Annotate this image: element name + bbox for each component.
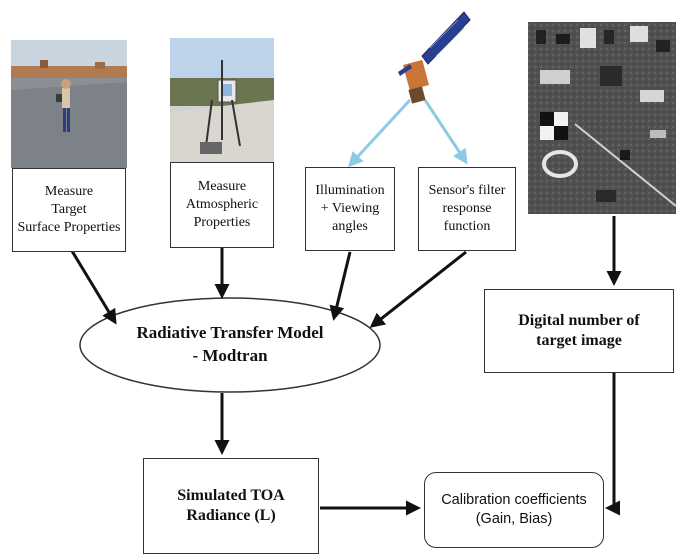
- aerial-target-image: [528, 22, 677, 214]
- measure-surface-line-3: Surface Properties: [17, 219, 121, 235]
- model-line-1: Radiative Transfer Model: [136, 323, 324, 342]
- digital-number-line-2: target image: [536, 332, 622, 349]
- illumination-line-1: Illumination: [315, 183, 385, 199]
- calibration-coefficients-box: Calibration coefficients (Gain, Bias): [424, 472, 604, 548]
- calibration-line-1: Calibration coefficients: [441, 492, 587, 509]
- sensor-filter-line-3: function: [443, 218, 491, 234]
- simulated-toa-line-2: Radiance (L): [186, 507, 276, 524]
- radiative-transfer-model-label: Radiative Transfer Model - Modtran: [80, 322, 380, 368]
- person-measuring-surface-photo: [11, 40, 127, 168]
- measure-atmospheric-box: Measure Atmospheric Properties: [170, 162, 274, 248]
- sensor-arrow-filter: [423, 99, 468, 165]
- sun-photometer-photo: [170, 38, 274, 162]
- arrow-filter-to-model: [369, 250, 467, 328]
- radiative-transfer-model-node: [79, 297, 381, 393]
- arrow-illumination-to-model: [329, 251, 352, 321]
- simulated-toa-line-1: Simulated TOA: [177, 486, 285, 504]
- digital-number-box: Digital number of target image: [484, 289, 674, 373]
- illumination-line-3: angles: [332, 218, 368, 234]
- illumination-box: Illumination + Viewing angles: [305, 167, 395, 251]
- measure-surface-box: Measure Target Surface Properties: [12, 168, 126, 252]
- calibration-line-2: (Gain, Bias): [475, 511, 553, 527]
- sensor-filter-line-1: Sensor's filter: [428, 183, 506, 199]
- calibration-target-checkerboard: [540, 112, 568, 140]
- sensor-filter-box: Sensor's filter response function: [418, 167, 516, 251]
- arrow-surface-to-model: [70, 250, 117, 325]
- measure-atmos-line-1: Measure: [197, 179, 247, 195]
- illumination-line-2: + Viewing: [320, 201, 380, 217]
- measure-surface-line-2: Target: [51, 202, 87, 218]
- arrow-digital-to-calibration: [605, 373, 620, 516]
- simulated-toa-box: Simulated TOA Radiance (L): [143, 458, 319, 554]
- digital-number-line-1: Digital number of: [518, 311, 640, 329]
- sensor-arrow-illumination: [347, 98, 412, 168]
- model-line-2: - Modtran: [192, 345, 268, 365]
- measure-atmos-line-3: Properties: [193, 214, 251, 230]
- sensor-filter-line-2: response: [442, 201, 492, 217]
- flow-arrows: [70, 216, 622, 516]
- measure-surface-line-1: Measure: [44, 184, 94, 200]
- satellite-icon: [398, 11, 471, 104]
- measure-atmos-line-2: Atmospheric: [185, 197, 259, 213]
